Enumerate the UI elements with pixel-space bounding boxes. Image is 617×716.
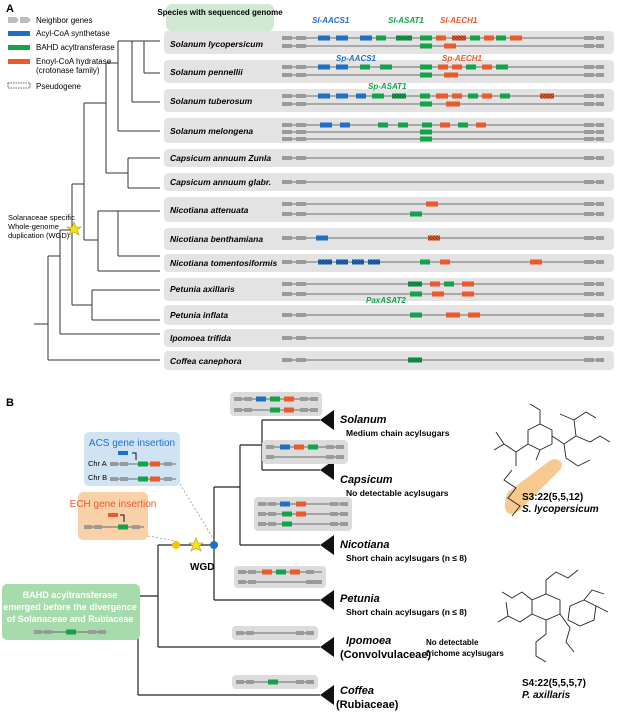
panel-a-label: A <box>6 3 14 15</box>
legend-bahd-swatch <box>8 45 30 50</box>
bahd-emergence-box <box>2 584 140 640</box>
row-bg <box>164 197 614 222</box>
ech-insertion-title: ECH gene insertion <box>70 499 157 510</box>
gene-label-pax-asat2: PaxASAT2 <box>366 296 406 305</box>
panel-b-label: B <box>6 397 14 409</box>
clade-sub-coffea: (Rubiaceae) <box>336 699 399 711</box>
species-name: Petunia inflata <box>170 310 228 320</box>
clade-name-solanum: Solanum <box>340 414 387 426</box>
molecule-s4-species: P. axillaris <box>522 690 571 701</box>
gene-label-sp-aech1: Sp-AECH1 <box>442 54 483 63</box>
clade-name-ipomoea: Ipomoea <box>346 635 391 647</box>
species-name: Capsicum annuum Zunla <box>170 153 271 163</box>
gene-label-sl-aech1: Sl-AECH1 <box>440 16 478 25</box>
bahd-note-line3: of Solanaceae and Rubiaceae <box>7 614 134 624</box>
clade-name-coffea: Coffea <box>340 685 374 697</box>
molecule-s3-code: S3:22(5,5,12) <box>522 492 583 503</box>
clade-name-capsicum: Capsicum <box>340 474 393 486</box>
chr-a-label: Chr A <box>88 459 107 468</box>
clade-sub-ipomoea: (Convolvulaceae) <box>340 649 431 661</box>
molecule-s4-code: S4:22(5,5,5,7) <box>522 678 586 689</box>
legend-acs-label: Acyl-CoA synthetase <box>36 29 110 38</box>
ech-diagram <box>84 513 144 530</box>
species-name: Solanum pennellii <box>170 67 243 77</box>
species-name: Petunia axillaris <box>170 284 235 294</box>
molecule-s3-species: S. lycopersicum <box>522 504 599 515</box>
legend-pseudogene-swatch <box>7 82 31 89</box>
species-name: Nicotiana tomentosiformis <box>170 258 277 268</box>
molecule-s4-structure <box>497 569 609 663</box>
species-name: Solanum lycopersicum <box>170 39 263 49</box>
legend-ech-swatch <box>8 59 30 64</box>
legend-neighbor-icon <box>8 17 31 23</box>
legend: Neighbor genes Acyl-CoA synthetase BAHD … <box>7 16 115 91</box>
legend-acs-swatch <box>8 31 30 36</box>
wgd-note-line2: Whole-genome <box>8 222 59 231</box>
gene-label-sp-asat1: Sp-ASAT1 <box>368 82 407 91</box>
legend-ech-label-1: Enoyl-CoA hydratase <box>36 57 112 66</box>
clade-name-petunia: Petunia <box>340 593 380 605</box>
ech-insertion-marker <box>172 541 180 549</box>
gene-label-sl-asat1: Sl-ASAT1 <box>388 16 424 25</box>
bahd-note-line1: BAHD acyltransferase <box>23 590 118 600</box>
wgd-note-line3: duplication (WGD) <box>8 231 70 240</box>
molecule-s3-structure <box>493 403 611 517</box>
clade-gene-diagrams <box>230 392 352 689</box>
legend-ech-label-2: (crotonase family) <box>36 66 100 75</box>
clade-name-nicotiana: Nicotiana <box>340 539 390 551</box>
species-name: Nicotiana attenuata <box>170 205 249 215</box>
species-header-label: Species with sequenced genome <box>157 8 283 17</box>
species-name: Coffea canephora <box>170 356 242 366</box>
acs-insertion-title: ACS gene insertion <box>89 438 175 449</box>
acs-insertion-marker <box>210 541 218 549</box>
acs-diagram <box>110 451 176 482</box>
connectors <box>147 483 215 542</box>
species-name: Solanum melongena <box>170 126 253 136</box>
clade-desc-ipomoea-1: No detectable <box>426 638 479 647</box>
wgd-star-icon <box>66 221 82 236</box>
legend-bahd-label: BAHD acyltransferase <box>36 43 115 52</box>
legend-pseudogene-label: Pseudogene <box>36 82 81 91</box>
clade-desc-capsicum: No detectable acylsugars <box>346 488 449 498</box>
species-tree <box>34 40 160 361</box>
legend-neighbor-label: Neighbor genes <box>36 16 92 25</box>
gene-tracks <box>282 35 604 363</box>
species-name: Ipomoea trifida <box>170 333 231 343</box>
gene-label-sp-aacs1: Sp-AACS1 <box>336 54 377 63</box>
wgd-label: WGD <box>190 562 214 573</box>
species-name: Solanum tuberosum <box>170 96 253 106</box>
clade-desc-petunia: Short chain acylsugars (n ≤ 8) <box>346 607 467 617</box>
acs-insertion-box <box>84 432 180 486</box>
row-bg <box>164 118 614 143</box>
clade-desc-ipomoea-2: trichome acylsugars <box>426 649 504 658</box>
row-bg <box>164 228 614 250</box>
chr-b-label: Chr B <box>88 473 107 482</box>
species-name: Capsicum annuum glabr. <box>170 177 271 187</box>
wgd-star-icon <box>188 537 204 552</box>
species-name: Nicotiana benthamiana <box>170 234 263 244</box>
bahd-note-line2: emerged before the divergence <box>3 602 137 612</box>
row-bg <box>164 254 614 272</box>
clade-desc-solanum: Medium chain acylsugars <box>346 428 450 438</box>
wgd-note-line1: Solanaceae specific <box>8 213 75 222</box>
species-header-box <box>166 4 274 31</box>
clade-desc-nicotiana: Short chain acylsugars (n ≤ 8) <box>346 553 467 563</box>
gene-label-sl-aacs1: Sl-AACS1 <box>312 16 350 25</box>
clade-wedges <box>320 410 334 705</box>
row-bg <box>164 351 614 370</box>
bahd-diagram <box>34 629 106 635</box>
